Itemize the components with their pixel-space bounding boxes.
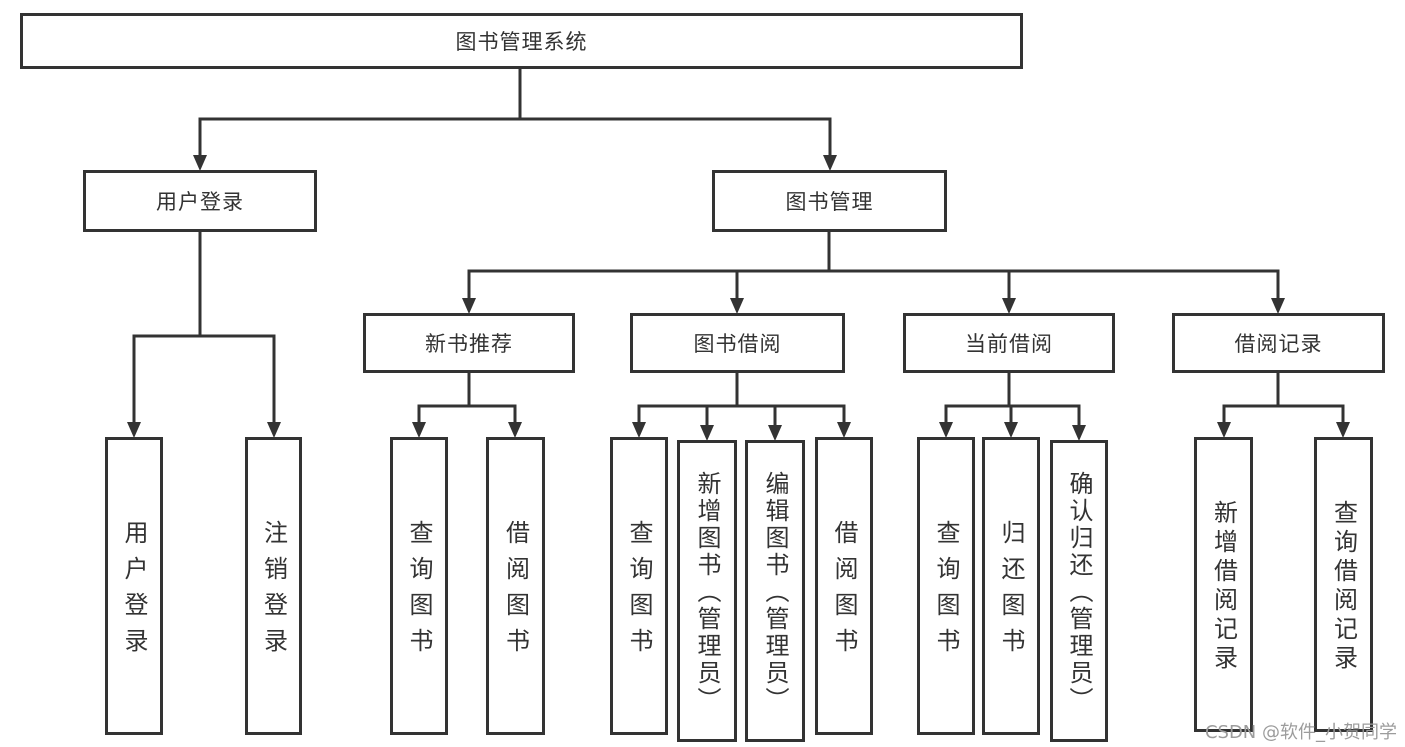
node-label: 注销登录 (259, 520, 288, 664)
node-label: 用户登录 (156, 190, 244, 214)
leaf-edit-book-admin: 编辑图书（管理员） (745, 440, 805, 742)
node-label: 查询图书 (932, 520, 960, 664)
arrowheads (127, 155, 1350, 441)
node-label: 新增借阅记录 (1209, 500, 1238, 674)
node-label: 用户登录 (120, 520, 148, 664)
leaf-confirm-return-admin: 确认归还（管理员） (1050, 440, 1108, 742)
node-label: 图书借阅 (693, 332, 782, 356)
node-label: 编辑图书（管理员） (761, 471, 789, 714)
node-label: 新书推荐 (425, 332, 513, 356)
leaf-return-book: 归还图书 (982, 437, 1040, 735)
node-label: 借阅图书 (830, 520, 858, 664)
node-user-login: 用户登录 (83, 170, 317, 232)
node-label: 图书管理系统 (455, 30, 588, 54)
leaf-query-books-3: 查询图书 (917, 437, 975, 735)
node-book-management: 图书管理 (712, 170, 947, 232)
leaf-user-login: 用户登录 (105, 437, 163, 735)
leaf-borrow-books-2: 借阅图书 (815, 437, 873, 735)
leaf-borrow-books-1: 借阅图书 (486, 437, 545, 735)
node-label: 确认归还（管理员） (1065, 471, 1093, 714)
node-label: 借阅记录 (1234, 332, 1323, 356)
leaf-query-borrow-record: 查询借阅记录 (1314, 437, 1373, 732)
node-label: 查询图书 (405, 520, 433, 664)
node-label: 图书管理 (785, 190, 874, 214)
watermark: CSDN @软件_小贺同学 (1204, 722, 1397, 743)
leaf-logout: 注销登录 (245, 437, 302, 735)
leaf-add-book-admin: 新增图书（管理员） (677, 440, 737, 742)
node-borrow-records: 借阅记录 (1172, 313, 1385, 373)
node-label: 查询图书 (625, 520, 653, 664)
leaf-add-borrow-record: 新增借阅记录 (1194, 437, 1253, 732)
leaf-query-books-1: 查询图书 (390, 437, 448, 735)
node-label: 借阅图书 (501, 520, 530, 664)
leaf-query-books-2: 查询图书 (610, 437, 668, 735)
node-label: 查询借阅记录 (1329, 500, 1358, 674)
node-label: 归还图书 (997, 520, 1025, 664)
node-label: 新增图书（管理员） (693, 471, 721, 714)
node-new-book-recommend: 新书推荐 (363, 313, 575, 373)
node-book-borrow: 图书借阅 (630, 313, 845, 373)
node-library-system: 图书管理系统 (20, 13, 1023, 69)
node-label: 当前借阅 (965, 332, 1053, 356)
node-current-borrow: 当前借阅 (903, 313, 1115, 373)
